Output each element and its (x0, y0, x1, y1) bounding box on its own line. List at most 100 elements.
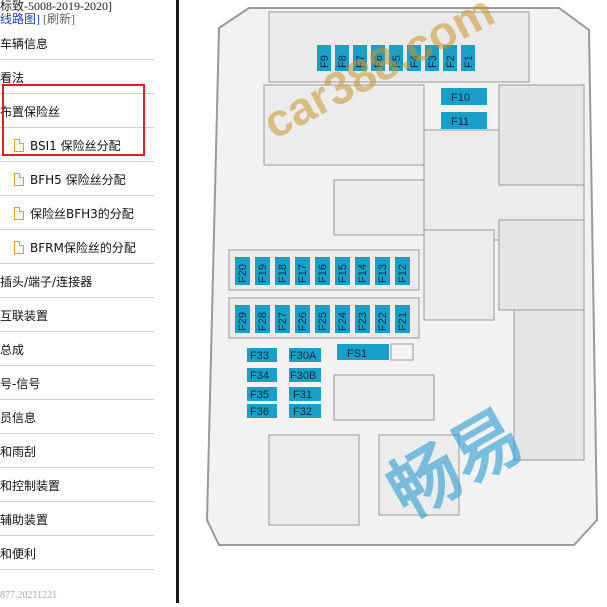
nav-item-label: 员信息 (0, 410, 37, 425)
nav-item-assembly[interactable]: 总成 (0, 333, 154, 366)
fuse-label: F4 (409, 55, 421, 68)
fuse-label: F12 (397, 264, 409, 283)
fuse-f14 (355, 257, 370, 285)
nav-item-interconnect[interactable]: 互联装置 (0, 299, 154, 332)
fuse-f16 (315, 257, 330, 285)
fuse-f31 (289, 387, 321, 401)
fuse-label: F33 (250, 350, 269, 362)
nav-item-label: 总成 (0, 342, 25, 357)
nav-item-label: 和便利 (0, 546, 37, 561)
nav-item-label: 保险丝BFH3的分配 (30, 206, 134, 221)
nav-item-label: 插头/端子/连接器 (0, 274, 93, 289)
fuse-label: F13 (377, 264, 389, 283)
fuse-f5 (389, 45, 403, 71)
fuse-f32 (289, 404, 321, 418)
fuse-label: F8 (337, 55, 349, 68)
nav-item-label: 车辆信息 (0, 36, 49, 51)
fuse-label: F29 (237, 312, 249, 331)
document-icon (14, 206, 24, 220)
fuse-f28 (255, 305, 270, 333)
fuse-f36 (247, 404, 277, 418)
fuse-label: F16 (317, 264, 329, 283)
fuse-label: F19 (257, 264, 269, 283)
fuse-box-svg: F9 F8 F7 F6 F5 F4 F3 F2 F1 F10 F11 F20 (205, 0, 599, 546)
fuse-f7 (353, 45, 367, 71)
fuse-f1 (461, 45, 475, 71)
refresh-link[interactable]: [刷新] (43, 12, 75, 26)
fuse-f25 (315, 305, 330, 333)
fuse-f8 (335, 45, 349, 71)
fuse-label: F11 (451, 116, 469, 128)
nav-item-controls[interactable]: 和控制装置 (0, 469, 154, 502)
nav-item-bfh5[interactable]: BFH5 保险丝分配 (0, 163, 154, 196)
fuse-label: F35 (250, 389, 269, 401)
nav-item-view[interactable]: 看法 (0, 61, 154, 94)
fuse-f20 (235, 257, 250, 285)
fuse-label: F6 (373, 55, 385, 68)
fuse-label: F10 (451, 92, 470, 104)
fuse-f10 (441, 88, 487, 105)
nav-item-bfrm[interactable]: BFRM保险丝的分配 (0, 231, 154, 264)
nav-item-bfh3[interactable]: 保险丝BFH3的分配 (0, 197, 154, 230)
fuse-f34 (247, 368, 277, 382)
fuse-label: F27 (277, 312, 289, 331)
nav-item-label: 号-信号 (0, 376, 41, 391)
sidebar: 标致-5008-2019-2020] 线路图] [刷新] 车辆信息 看法 布置保… (0, 0, 176, 603)
connector-bottom-center (378, 434, 460, 516)
sidebar-header: 标致-5008-2019-2020] 线路图] [刷新] (0, 0, 112, 26)
fuse-f15 (335, 257, 350, 285)
nav-item-fuse-layout[interactable]: 布置保险丝 (0, 95, 154, 128)
fuse-large-block (513, 309, 585, 461)
nav-item-label: 互联装置 (0, 308, 49, 323)
fuse-label: F18 (277, 264, 289, 283)
wiring-diagram-link[interactable]: 线路图] (0, 12, 40, 26)
document-icon (14, 240, 24, 254)
nav-item-signals[interactable]: 号-信号 (0, 367, 154, 400)
fuse-label: FS1 (347, 348, 367, 360)
nav-item-convenience[interactable]: 和便利 (0, 537, 154, 570)
fuse-label: F25 (317, 312, 329, 331)
nav-item-wipers[interactable]: 和雨刮 (0, 435, 154, 468)
fuse-label: F28 (257, 312, 269, 331)
fuse-label: F3 (427, 55, 439, 68)
nav-item-bsi1[interactable]: BSI1 保险丝分配 (0, 129, 154, 162)
panel-divider[interactable] (176, 0, 179, 603)
connector-right-lower (498, 219, 585, 311)
nav-item-connectors[interactable]: 插头/端子/连接器 (0, 265, 154, 298)
fuse-f13 (375, 257, 390, 285)
fuse-f18 (275, 257, 290, 285)
fuse-f24 (335, 305, 350, 333)
nav-item-assist[interactable]: 辅助装置 (0, 503, 154, 536)
fuse-f4 (407, 45, 421, 71)
fuse-label: F15 (337, 264, 349, 283)
document-icon (14, 172, 24, 186)
fuse-label: F17 (297, 264, 309, 283)
relay-socket (423, 229, 495, 321)
nav-item-vehicle-info[interactable]: 车辆信息 (0, 27, 154, 60)
fuse-f27 (275, 305, 290, 333)
fuse-row-a: F20 F19 F18 F17 F16 F15 F14 F13 F12 (235, 257, 410, 285)
fuse-f30a (289, 348, 321, 362)
fuse-f29 (235, 305, 250, 333)
nav-item-label: BFH5 保险丝分配 (30, 172, 126, 187)
fuse-fs1-slot (390, 343, 414, 361)
fuse-f2 (443, 45, 457, 71)
fuse-label: F9 (319, 55, 331, 68)
fuse-row-b: F29 F28 F27 F26 F25 F24 F23 F22 F21 (235, 305, 410, 333)
nav-item-label: 和雨刮 (0, 444, 37, 459)
top-fuse-row: F9 F8 F7 F6 F5 F4 F3 F2 F1 (317, 45, 475, 71)
fuse-label: F1 (463, 55, 475, 68)
fuse-label: F14 (357, 264, 369, 283)
fuse-f23 (355, 305, 370, 333)
nav-item-staff-info[interactable]: 员信息 (0, 401, 154, 434)
fuse-f3 (425, 45, 439, 71)
fuse-f6 (371, 45, 385, 71)
fuse-label: F30A (290, 350, 317, 362)
nav-item-label: 看法 (0, 70, 25, 85)
fuse-f26 (295, 305, 310, 333)
fuse-label: F2 (445, 55, 457, 68)
connector-lower-center (333, 374, 435, 421)
nav-item-label: 辅助装置 (0, 512, 49, 527)
fuse-label: F32 (293, 406, 312, 418)
fuse-label: F34 (250, 370, 269, 382)
